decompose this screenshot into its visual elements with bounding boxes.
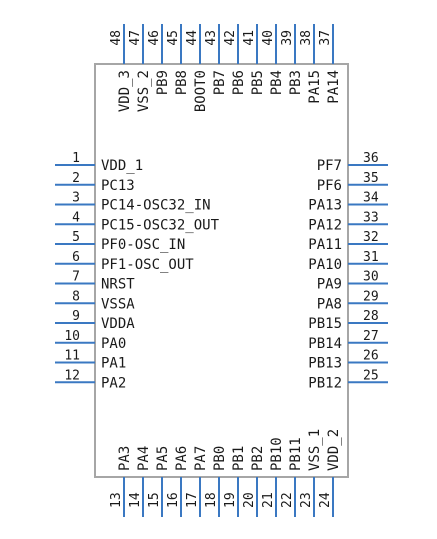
pin-24-number: 24 xyxy=(318,492,333,508)
pin-34-label-pa13: PA13 xyxy=(308,198,342,214)
pin-20-label-pb2: PB2 xyxy=(250,446,266,471)
pin-29-number: 29 xyxy=(363,289,379,304)
pin-1-number: 1 xyxy=(72,151,80,166)
pin-18-number: 18 xyxy=(204,492,219,508)
pin-11-number: 11 xyxy=(64,349,80,364)
pin-28-label-pb15: PB15 xyxy=(308,316,342,332)
pin-6-number: 6 xyxy=(72,250,80,265)
pin-40-label-pb4: PB4 xyxy=(269,70,285,95)
pin-2-label-pc13: PC13 xyxy=(101,178,135,194)
pin-23-label-vss-1: VSS_1 xyxy=(307,429,323,471)
pin-48-number: 48 xyxy=(109,30,124,46)
pin-35-label-pf6: PF6 xyxy=(317,178,342,194)
pin-4-label-pc15-osc32-out: PC15-OSC32_OUT xyxy=(101,217,220,233)
ic-body-outline xyxy=(94,63,349,478)
pin-25-number: 25 xyxy=(363,368,379,383)
pin-46-label-pb9: PB9 xyxy=(155,70,171,95)
pin-20-number: 20 xyxy=(242,492,257,508)
pin-48-label-vdd-3: VDD_3 xyxy=(117,70,133,112)
pin-5-label-pf0-osc-in: PF0-OSC_IN xyxy=(101,237,185,253)
pin-34-number: 34 xyxy=(363,191,379,206)
pin-30-number: 30 xyxy=(363,270,379,285)
pin-8-label-vssa: VSSA xyxy=(101,296,135,312)
pin-17-number: 17 xyxy=(185,492,200,508)
pins-layer: 1 VDD_1 2 PC13 3 PC14-OSC32_IN 4 PC15-OSC32_OUT… xyxy=(55,24,388,517)
pin-33-number: 33 xyxy=(363,210,379,225)
pin-47-number: 47 xyxy=(128,30,143,46)
pin-41-number: 41 xyxy=(242,30,257,46)
pin-43-number: 43 xyxy=(204,30,219,46)
pin-1-label-vdd-1: VDD_1 xyxy=(101,158,143,174)
pin-38-number: 38 xyxy=(299,30,314,46)
pin-42-label-pb6: PB6 xyxy=(231,70,247,95)
pin-36-number: 36 xyxy=(363,151,379,166)
pin-43-label-pb7: PB7 xyxy=(212,70,228,95)
pin-2-number: 2 xyxy=(72,171,80,186)
pin-44-number: 44 xyxy=(185,30,200,46)
pin-41-label-pb5: PB5 xyxy=(250,70,266,95)
pin-13-number: 13 xyxy=(109,492,124,508)
pin-37-number: 37 xyxy=(318,30,333,46)
pin-9-label-vdda: VDDA xyxy=(101,316,135,332)
pin-3-number: 3 xyxy=(72,191,80,206)
pin-36-label-pf7: PF7 xyxy=(317,158,342,174)
pin-7-number: 7 xyxy=(72,270,80,285)
pin-32-number: 32 xyxy=(363,230,379,245)
pin-39-number: 39 xyxy=(280,30,295,46)
pin-26-number: 26 xyxy=(363,349,379,364)
pin-27-number: 27 xyxy=(363,329,379,344)
pin-3-label-pc14-osc32-in: PC14-OSC32_IN xyxy=(101,198,211,214)
pin-14-label-pa4: PA4 xyxy=(136,446,152,471)
pin-13-label-pa3: PA3 xyxy=(117,446,133,471)
pin-35-number: 35 xyxy=(363,171,379,186)
pin-42-number: 42 xyxy=(223,30,238,46)
pin-10-number: 10 xyxy=(64,329,80,344)
pin-22-number: 22 xyxy=(280,492,295,508)
pin-15-label-pa5: PA5 xyxy=(155,446,171,471)
pin-19-number: 19 xyxy=(223,492,238,508)
pin-8-number: 8 xyxy=(72,289,80,304)
pin-7-label-nrst: NRST xyxy=(101,277,135,293)
pin-47-label-vss-2: VSS_2 xyxy=(136,70,152,112)
pin-31-label-pa10: PA10 xyxy=(308,257,342,273)
pin-10-label-pa0: PA0 xyxy=(101,336,126,352)
pin-15-number: 15 xyxy=(147,492,162,508)
pin-28-number: 28 xyxy=(363,309,379,324)
pin-25-label-pb12: PB12 xyxy=(308,375,342,391)
pin-29-label-pa8: PA8 xyxy=(317,296,342,312)
pin-5-number: 5 xyxy=(72,230,80,245)
pin-27-label-pb14: PB14 xyxy=(308,336,342,352)
pin-16-label-pa6: PA6 xyxy=(174,446,190,471)
pin-24-label-vdd-2: VDD_2 xyxy=(326,429,342,471)
pin-26-label-pb13: PB13 xyxy=(308,356,342,372)
pin-33-label-pa12: PA12 xyxy=(308,217,342,233)
pin-18-label-pb0: PB0 xyxy=(212,446,228,471)
pin-11-label-pa1: PA1 xyxy=(101,356,126,372)
pin-45-number: 45 xyxy=(166,30,181,46)
pin-12-number: 12 xyxy=(64,368,80,383)
pin-46-number: 46 xyxy=(147,30,162,46)
pin-9-number: 9 xyxy=(72,309,80,324)
pin-16-number: 16 xyxy=(166,492,181,508)
pin-12-label-pa2: PA2 xyxy=(101,375,126,391)
pin-32-label-pa11: PA11 xyxy=(308,237,342,253)
pin-21-label-pb10: PB10 xyxy=(269,437,285,471)
pin-31-number: 31 xyxy=(363,250,379,265)
pin-40-number: 40 xyxy=(261,30,276,46)
pin-37-label-pa14: PA14 xyxy=(326,70,342,104)
pin-6-label-pf1-osc-out: PF1-OSC_OUT xyxy=(101,257,194,273)
pin-38-label-pa15: PA15 xyxy=(307,70,323,104)
pin-21-number: 21 xyxy=(261,492,276,508)
pin-17-label-pa7: PA7 xyxy=(193,446,209,471)
pin-19-label-pb1: PB1 xyxy=(231,446,247,471)
pin-45-label-pb8: PB8 xyxy=(174,70,190,95)
pin-14-number: 14 xyxy=(128,492,143,508)
pin-22-label-pb11: PB11 xyxy=(288,437,304,471)
pin-4-number: 4 xyxy=(72,210,80,225)
pin-44-label-boot0: BOOT0 xyxy=(193,70,209,112)
pin-23-number: 23 xyxy=(299,492,314,508)
pin-39-label-pb3: PB3 xyxy=(288,70,304,95)
pin-30-label-pa9: PA9 xyxy=(317,277,342,293)
